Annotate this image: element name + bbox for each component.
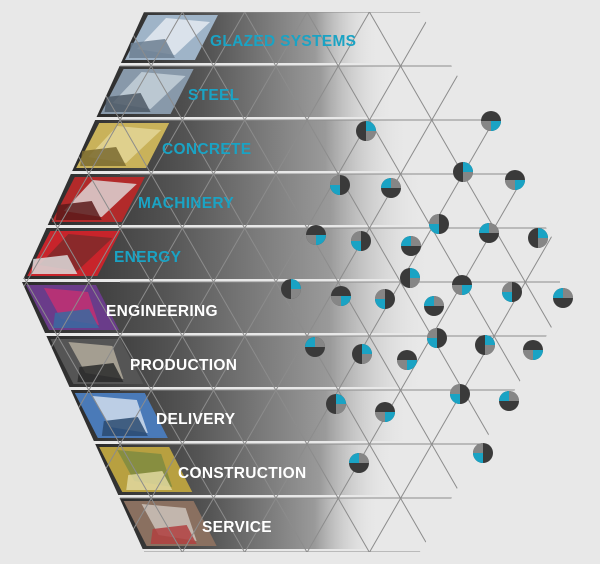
matrix-dot	[375, 402, 395, 422]
row-band-6	[46, 336, 426, 387]
matrix-dot	[401, 236, 421, 256]
matrix-dot	[452, 275, 472, 295]
matrix-dot	[553, 288, 573, 308]
row-band-8	[95, 444, 395, 495]
matrix-dots	[281, 111, 573, 473]
row-band-2	[72, 120, 411, 171]
matrix-dot	[306, 225, 326, 245]
row-label-0: GLAZED SYSTEMS	[210, 33, 357, 50]
matrix-dot	[356, 121, 376, 141]
matrix-dot	[349, 453, 369, 473]
row-band-4	[23, 228, 432, 279]
row-label-8: CONSTRUCTION	[178, 465, 307, 482]
matrix-dot	[475, 335, 495, 355]
row-band-5	[22, 282, 432, 333]
matrix-dot	[528, 228, 548, 248]
matrix-dot	[281, 279, 301, 299]
matrix-dot	[450, 384, 470, 404]
matrix-dot	[326, 394, 346, 414]
row-label-6: PRODUCTION	[130, 357, 238, 374]
row-band-9	[119, 498, 380, 549]
matrix-dot	[375, 289, 395, 309]
matrix-dot	[331, 286, 351, 306]
matrix-dot	[453, 162, 473, 182]
row-band-3	[47, 174, 425, 225]
row-band-0	[120, 12, 380, 63]
matrix-dot	[429, 214, 449, 234]
row-band-7	[70, 390, 411, 441]
matrix-dot	[381, 178, 401, 198]
row-label-9: SERVICE	[202, 519, 272, 536]
matrix-dot	[473, 443, 493, 463]
row-label-5: ENGINEERING	[106, 303, 218, 320]
matrix-dot	[505, 170, 525, 190]
row-band-1	[96, 66, 396, 117]
matrix-dot	[523, 340, 543, 360]
row-label-3: MACHINERY	[138, 195, 234, 212]
matrix-dot	[481, 111, 501, 131]
matrix-dot	[351, 231, 371, 251]
row-label-4: ENERGY	[114, 249, 182, 266]
matrix-dot	[400, 268, 420, 288]
row-label-7: DELIVERY	[156, 411, 236, 428]
row-label-1: STEEL	[188, 87, 240, 104]
matrix-dot	[479, 223, 499, 243]
matrix-dot	[352, 344, 372, 364]
matrix-dot	[427, 328, 447, 348]
matrix-dot	[499, 391, 519, 411]
matrix-dot	[397, 350, 417, 370]
matrix-dot	[502, 282, 522, 302]
matrix-dot	[424, 296, 444, 316]
matrix-dot	[305, 337, 325, 357]
matrix-dot	[330, 175, 350, 195]
row-label-2: CONCRETE	[162, 141, 252, 158]
